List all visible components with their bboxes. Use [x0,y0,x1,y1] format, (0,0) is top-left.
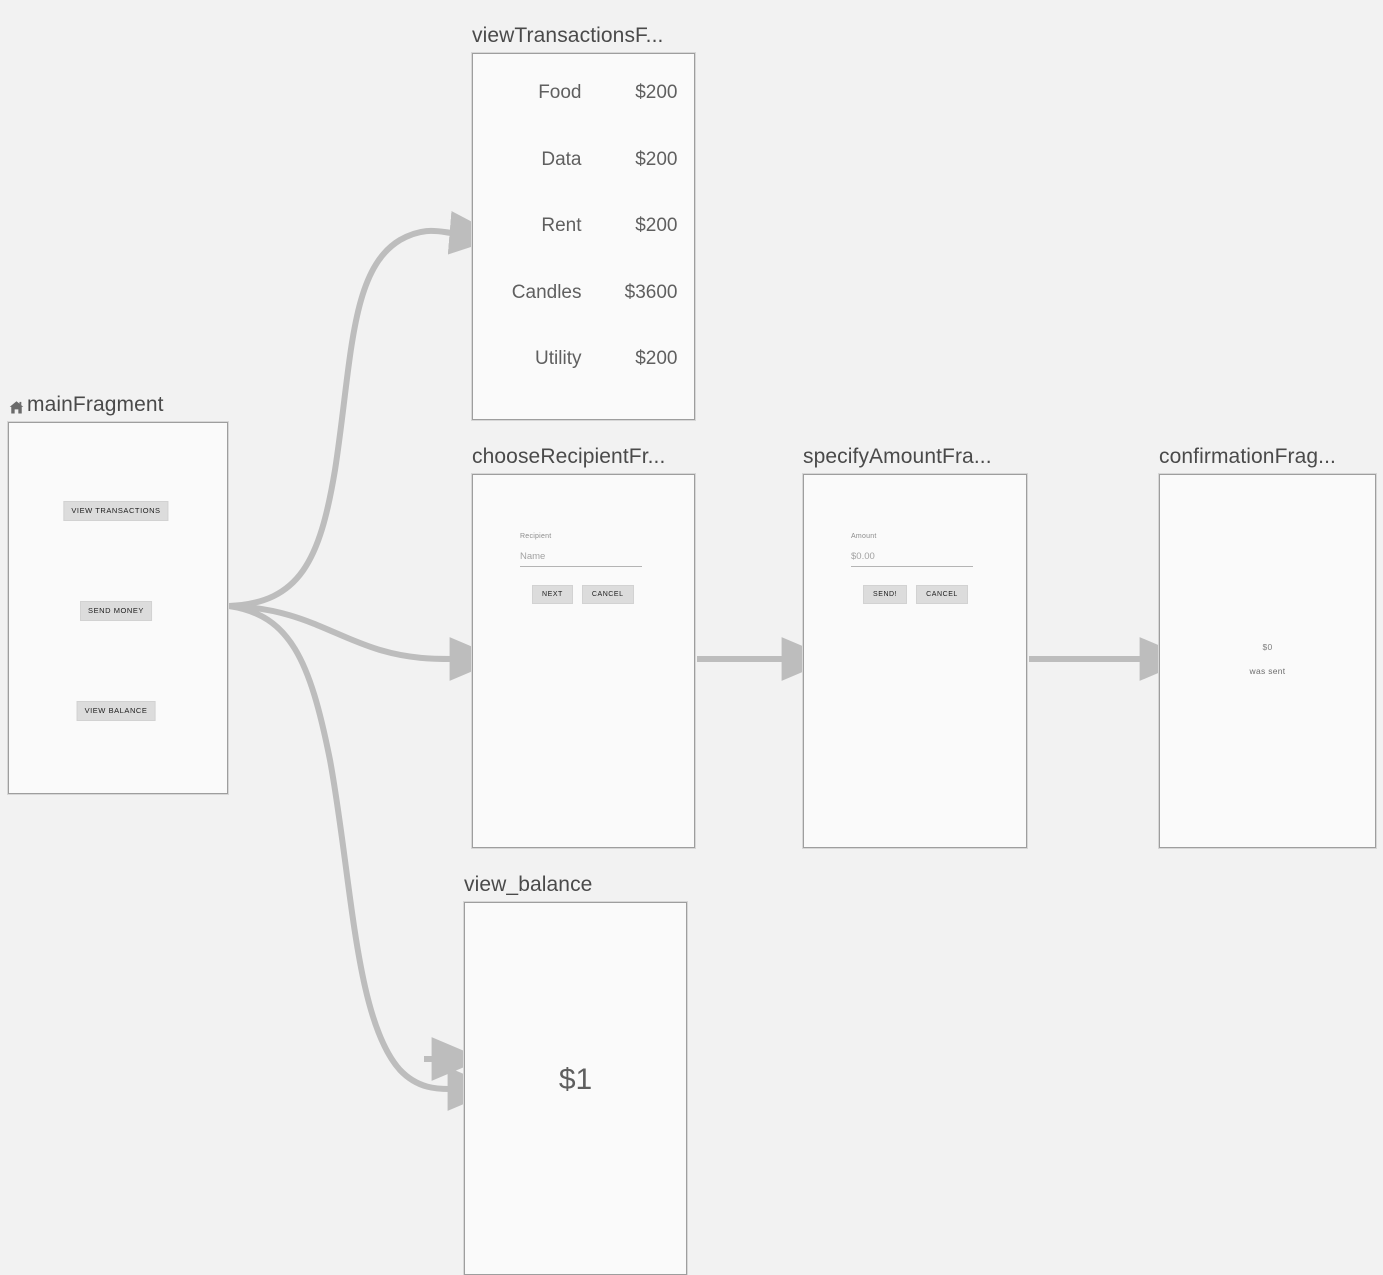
node-view-balance-label: view_balance [464,873,593,896]
transaction-amount: $200 [635,215,678,236]
transaction-category: Food [538,82,582,103]
confirmation-text: was sent [1249,666,1286,676]
confirmation-amount: $0 [1262,642,1273,652]
table-row: Data $200 [473,149,694,216]
transaction-amount: $3600 [624,281,678,303]
node-choose-recipient-fragment[interactable]: chooseRecipientFr... Recipient Name NEXT… [472,445,695,848]
node-specify-amount-fragment[interactable]: specifyAmountFra... Amount $0.00 SEND! C… [803,445,1027,848]
view-balance-button[interactable]: VIEW BALANCE [76,701,156,721]
transaction-category: Utility [535,348,582,369]
view-transactions-button[interactable]: VIEW TRANSACTIONS [63,501,169,521]
table-row: Rent $200 [473,215,694,282]
confirmation-message-block: $0 was sent [1160,642,1375,676]
cancel-button[interactable]: CANCEL [916,585,968,604]
table-row: Utility $200 [473,348,694,415]
amount-form-buttons: SEND! CANCEL [851,585,995,604]
node-view-transactions-label: viewTransactionsF... [472,24,664,47]
node-choose-recipient-label: chooseRecipientFr... [472,445,666,468]
transaction-amount: $200 [635,148,678,170]
amount-caption: Amount [851,533,877,540]
table-row: Candles $3600 [473,282,694,349]
recipient-form: Recipient Name NEXT CANCEL [520,533,664,604]
edge-main-to-view-balance [226,603,500,1111]
transaction-amount: $200 [635,348,678,369]
node-main-fragment[interactable]: mainFragment VIEW TRANSACTIONS SEND MONE… [8,393,228,794]
recipient-name-input[interactable]: Name [520,551,642,567]
edge-main-to-view-transactions [226,210,502,609]
transaction-category: Data [541,148,582,170]
transaction-category: Rent [541,215,582,236]
node-view-transactions-frame[interactable]: Food $200 Data $200 Rent $200 Candles $3… [472,53,695,420]
recipient-form-buttons: NEXT CANCEL [520,585,664,604]
amount-form: Amount $0.00 SEND! CANCEL [851,533,995,604]
node-confirmation-fragment[interactable]: confirmationFrag... $0 was sent [1159,445,1376,848]
node-main-fragment-frame[interactable]: VIEW TRANSACTIONS SEND MONEY VIEW BALANC… [8,422,228,794]
cancel-button[interactable]: CANCEL [581,585,634,604]
node-choose-recipient-frame[interactable]: Recipient Name NEXT CANCEL [472,474,695,848]
table-row: Food $200 [473,82,694,149]
node-view-balance-frame[interactable]: $1 [464,902,687,1275]
node-confirmation-label: confirmationFrag... [1159,445,1336,468]
transaction-amount: $200 [635,82,678,103]
next-button[interactable]: NEXT [532,585,573,604]
balance-amount: $1 [558,1063,593,1096]
node-specify-amount-frame[interactable]: Amount $0.00 SEND! CANCEL [803,474,1027,848]
send-money-button[interactable]: SEND MONEY [80,601,152,621]
node-view-transactions-fragment[interactable]: viewTransactionsF... Food $200 Data $200… [472,24,695,420]
recipient-caption: Recipient [520,533,552,540]
node-confirmation-frame[interactable]: $0 was sent [1159,474,1376,848]
transaction-category: Candles [511,281,582,303]
transactions-list: Food $200 Data $200 Rent $200 Candles $3… [473,82,694,415]
node-specify-amount-label: specifyAmountFra... [803,445,992,468]
home-icon [8,398,25,415]
amount-input[interactable]: $0.00 [851,551,973,567]
send-button[interactable]: SEND! [863,585,908,604]
node-main-fragment-title: mainFragment [27,393,164,416]
edge-main-to-choose-recipient [226,603,502,681]
node-view-balance-fragment[interactable]: view_balance $1 [464,873,687,1275]
node-main-fragment-label: mainFragment [8,393,164,417]
